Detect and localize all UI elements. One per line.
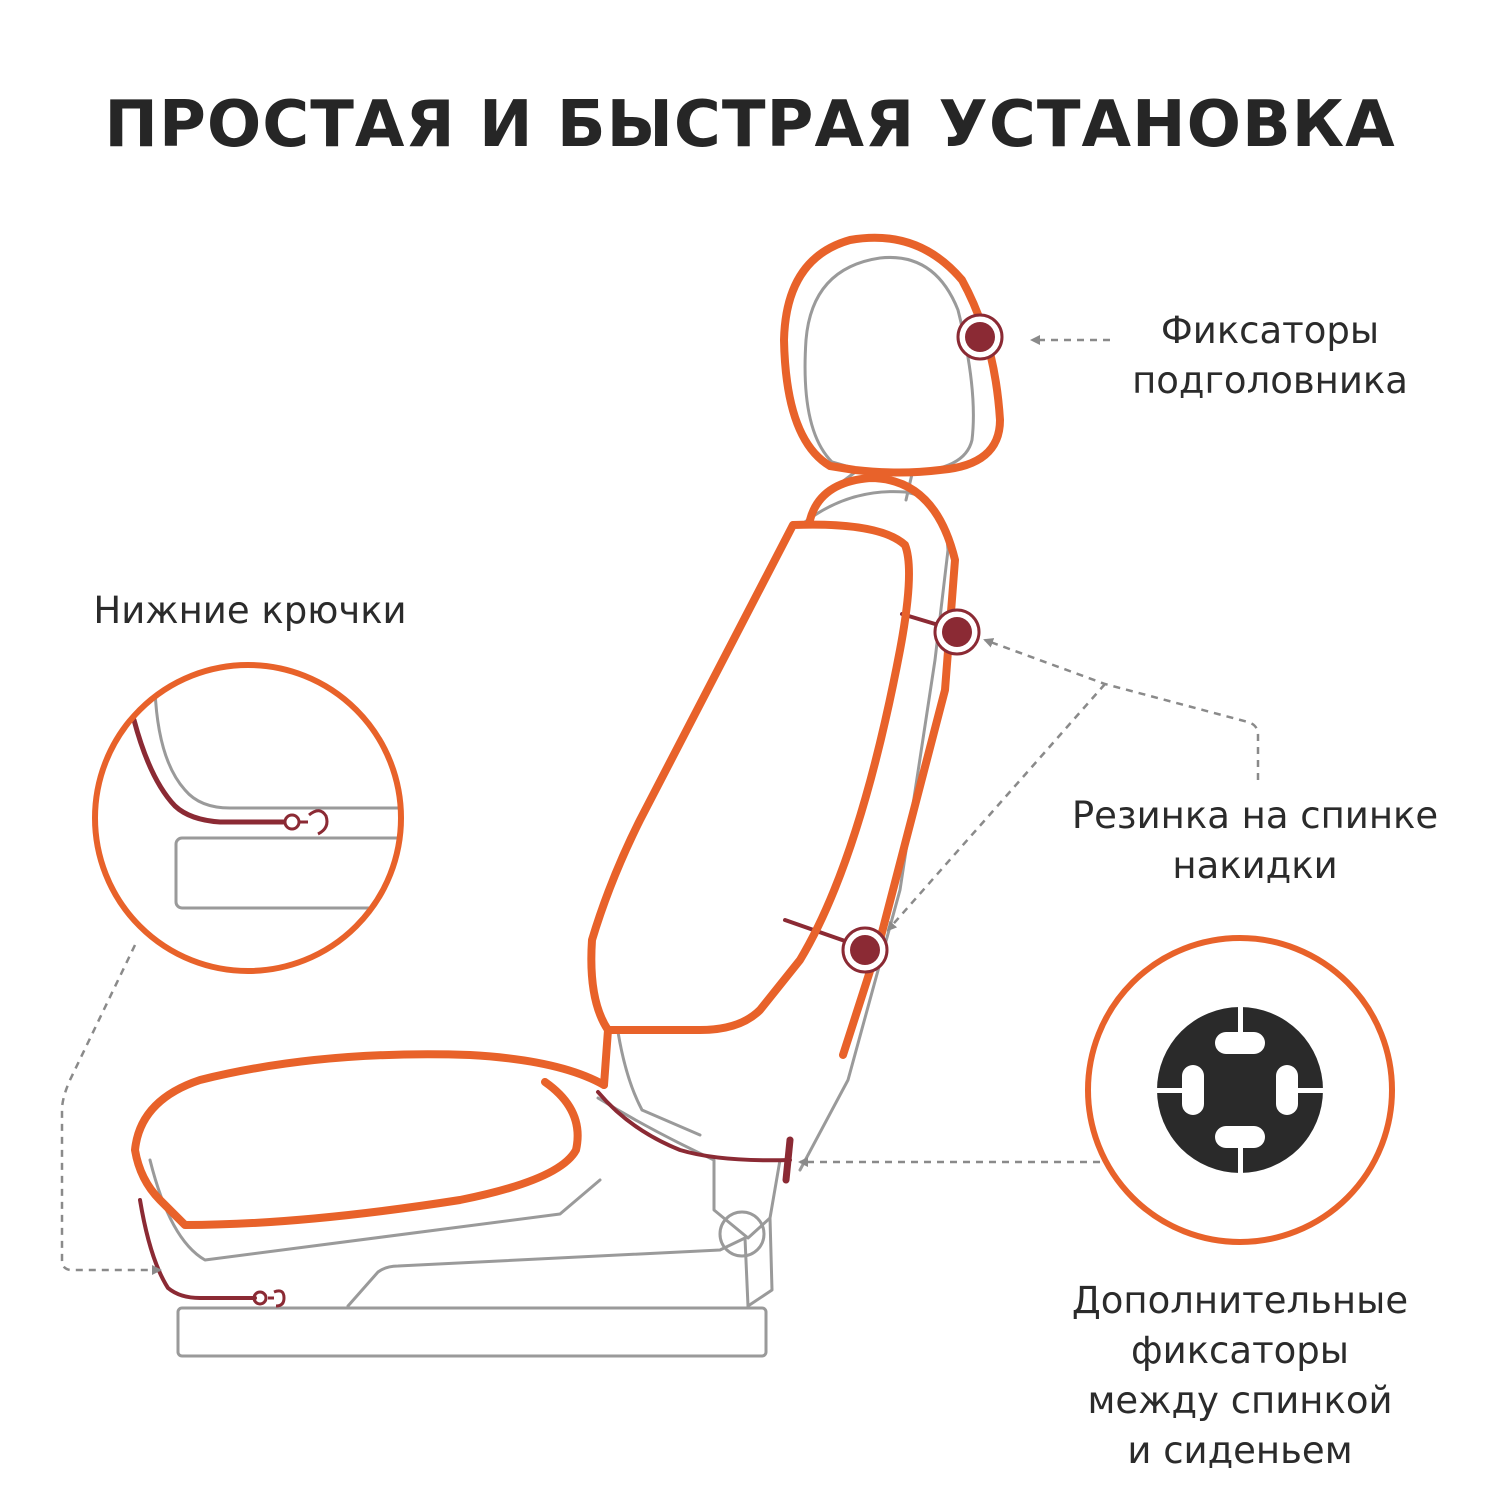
backrest-rear-strip bbox=[806, 474, 959, 1059]
seat-cover bbox=[131, 233, 1004, 1229]
label-line: между спинкой bbox=[1087, 1379, 1393, 1422]
lower-hook-seat-icon bbox=[252, 1289, 286, 1308]
label-line: подголовника bbox=[1132, 359, 1408, 402]
back-band-fastener-upper-icon bbox=[933, 608, 981, 656]
headrest-fasteners-label: Фиксаторы подголовника bbox=[1100, 306, 1440, 406]
label-line: Резинка на спинке bbox=[1071, 794, 1439, 837]
lower-hooks-zoom bbox=[131, 689, 401, 910]
pointer-arrows bbox=[60, 335, 1260, 1275]
back-band-label: Резинка на спинке накидки bbox=[1040, 791, 1470, 891]
page-title: ПРОСТАЯ И БЫСТРАЯ УСТАНОВКА bbox=[104, 88, 1396, 162]
headrest-fastener-icon bbox=[956, 313, 1004, 361]
headrest-cover bbox=[780, 233, 1004, 477]
label-line: Нижние крючки bbox=[93, 589, 407, 632]
back-band-arrow-upper bbox=[983, 638, 1260, 780]
label-line: фиксаторы bbox=[1131, 1329, 1349, 1372]
label-line: Фиксаторы bbox=[1160, 309, 1380, 352]
back-band-fastener-lower-icon bbox=[841, 926, 889, 974]
cross-fastener-icon bbox=[1154, 1004, 1326, 1176]
lower-hooks-label: Нижние крючки bbox=[60, 586, 440, 636]
backrest-front-panel bbox=[587, 520, 913, 1034]
label-line: Дополнительные bbox=[1071, 1279, 1409, 1322]
seat-cushion-cover bbox=[131, 1050, 608, 1229]
back-band-arrow-lower bbox=[886, 683, 1106, 932]
label-line: накидки bbox=[1172, 844, 1338, 887]
extra-fasteners-label: Дополнительные фиксаторы между спинкой и… bbox=[1030, 1276, 1450, 1476]
elastic-straps bbox=[138, 612, 957, 1300]
lower-hooks-zoom-ring bbox=[92, 662, 404, 974]
lower-hooks-arrow bbox=[60, 944, 162, 1275]
extra-fasteners-zoom-ring bbox=[1085, 935, 1395, 1245]
label-line: и сиденьем bbox=[1127, 1429, 1353, 1472]
